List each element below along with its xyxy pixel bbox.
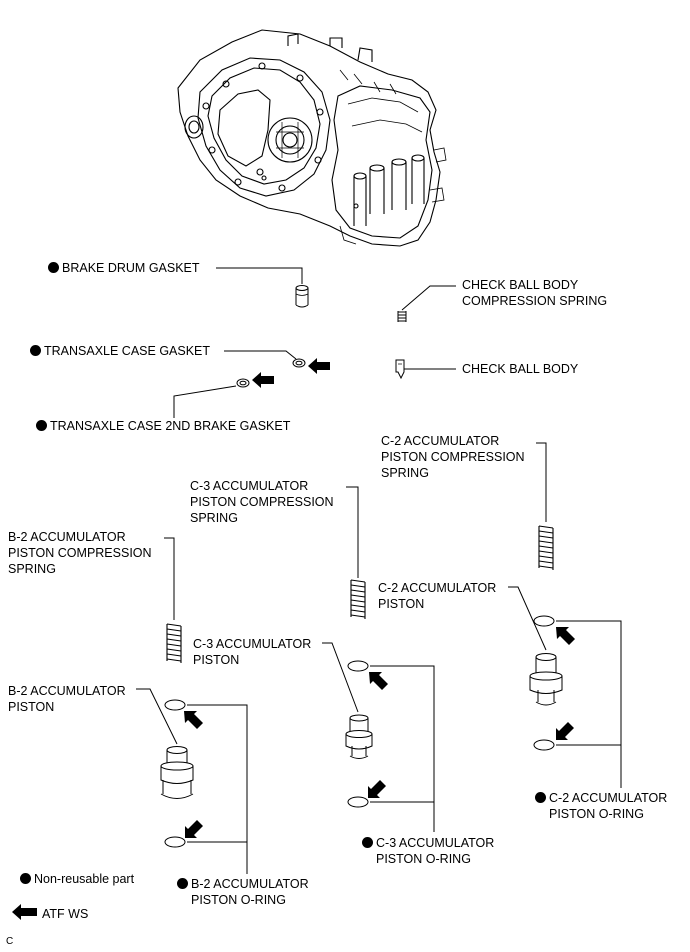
brake-drum-gasket-part bbox=[295, 285, 309, 308]
atf-arrow-c3-lower bbox=[368, 780, 386, 798]
c2-oring-lower bbox=[533, 739, 555, 751]
label-c2-spring: C-2 ACCUMULATOR PISTON COMPRESSION SPRIN… bbox=[381, 434, 525, 480]
c2-spring-leader bbox=[536, 442, 547, 522]
brake-drum-gasket-leader bbox=[216, 267, 303, 284]
c2-oring-leader bbox=[556, 620, 622, 788]
c3-oring-upper bbox=[347, 660, 369, 672]
b2-oring-lower bbox=[164, 836, 186, 848]
check-ball-spring-part bbox=[397, 311, 407, 322]
non-reusable-dot bbox=[535, 792, 546, 803]
figure-code: C bbox=[6, 936, 14, 947]
case-2nd-brake-gasket-leader bbox=[173, 385, 237, 418]
b2-piston-part bbox=[160, 746, 194, 799]
b2-oring-upper bbox=[164, 699, 186, 711]
atf-arrow-2nd-brake-gasket bbox=[252, 372, 274, 388]
label-c3-piston: C-3 ACCUMULATOR PISTON bbox=[193, 637, 312, 667]
transaxle-case-gasket-leader bbox=[224, 350, 297, 360]
label-c2-piston: C-2 ACCUMULATOR PISTON bbox=[378, 581, 497, 611]
c2-spring-part bbox=[538, 525, 554, 570]
c2-oring-upper bbox=[533, 615, 555, 627]
legend-non-reusable: Non-reusable part bbox=[20, 871, 134, 887]
atf-arrow-case-gasket bbox=[308, 358, 330, 374]
c3-oring-lower bbox=[347, 796, 369, 808]
legend-atf: ATF WS bbox=[42, 907, 89, 921]
c3-piston-leader bbox=[322, 642, 359, 713]
check-ball-body-part bbox=[395, 359, 405, 380]
label-transaxle-case-gasket: TRANSAXLE CASE GASKET bbox=[30, 343, 210, 359]
atf-arrow-b2-upper bbox=[184, 711, 203, 729]
atf-arrow-c2-upper bbox=[556, 627, 575, 645]
non-reusable-dot bbox=[36, 420, 47, 431]
label-check-ball-body: CHECK BALL BODY bbox=[462, 362, 579, 376]
c2-piston-part bbox=[529, 653, 563, 706]
b2-spring-leader bbox=[164, 537, 175, 620]
atf-legend-arrow bbox=[12, 904, 37, 920]
c3-spring-part bbox=[350, 579, 366, 619]
non-reusable-dot bbox=[30, 345, 41, 356]
non-reusable-dot bbox=[20, 873, 31, 884]
b2-piston-leader bbox=[136, 688, 178, 745]
label-b2-spring: B-2 ACCUMULATOR PISTON COMPRESSION SPRIN… bbox=[8, 530, 152, 576]
c3-spring-leader bbox=[346, 486, 359, 578]
non-reusable-dot bbox=[48, 262, 59, 273]
c2-piston-leader bbox=[508, 586, 547, 651]
non-reusable-dot bbox=[362, 837, 373, 848]
case-2nd-brake-gasket-part bbox=[236, 378, 250, 388]
atf-arrow-c3-upper bbox=[369, 672, 388, 690]
b2-spring-part bbox=[166, 623, 182, 663]
label-b2-oring: B-2 ACCUMULATOR PISTON O-RING bbox=[177, 876, 309, 908]
b2-oring-leader bbox=[187, 704, 248, 874]
atf-arrow-c2-lower bbox=[556, 722, 574, 740]
label-check-ball-spring: CHECK BALL BODY COMPRESSION SPRING bbox=[462, 278, 608, 308]
check-ball-spring-leader bbox=[401, 285, 456, 311]
label-case-2nd-brake-gasket: TRANSAXLE CASE 2ND BRAKE GASKET bbox=[36, 418, 290, 434]
atf-arrow-b2-lower bbox=[185, 820, 203, 838]
label-c3-spring: C-3 ACCUMULATOR PISTON COMPRESSION SPRIN… bbox=[190, 479, 334, 525]
label-brake-drum-gasket: BRAKE DRUM GASKET bbox=[48, 260, 200, 276]
c3-piston-part bbox=[345, 714, 373, 759]
label-b2-piston: B-2 ACCUMULATOR PISTON bbox=[8, 684, 126, 714]
transaxle-assembly-illustration bbox=[177, 29, 447, 247]
label-c2-oring: C-2 ACCUMULATOR PISTON O-RING bbox=[535, 790, 667, 822]
c3-oring-leader bbox=[370, 665, 435, 832]
transaxle-case-gasket-part bbox=[292, 358, 306, 368]
label-c3-oring: C-3 ACCUMULATOR PISTON O-RING bbox=[362, 835, 494, 867]
non-reusable-dot bbox=[177, 878, 188, 889]
